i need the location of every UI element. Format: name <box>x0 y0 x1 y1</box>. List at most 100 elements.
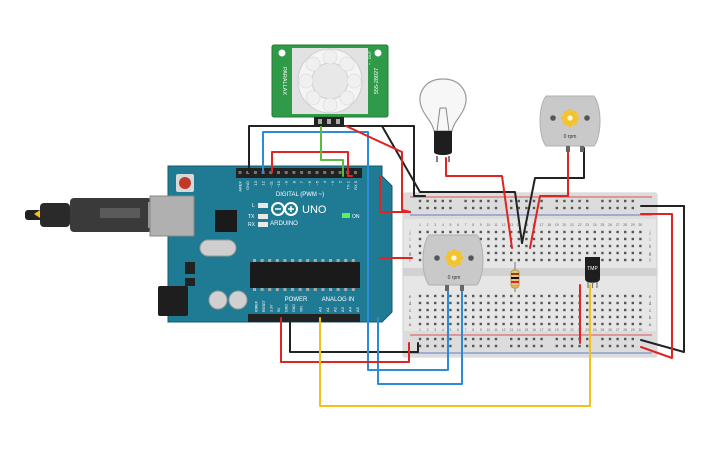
rail-hole[interactable] <box>525 199 528 203</box>
breadboard-hole[interactable] <box>502 258 505 262</box>
header-pin[interactable] <box>269 171 273 174</box>
rail-hole[interactable] <box>578 206 581 210</box>
breadboard-hole[interactable] <box>616 301 619 305</box>
wire-red[interactable] <box>529 147 569 249</box>
rail-hole[interactable] <box>578 344 581 348</box>
breadboard-hole[interactable] <box>464 294 467 298</box>
breadboard-hole[interactable] <box>479 322 482 326</box>
breadboard-hole[interactable] <box>540 251 543 255</box>
rail-hole[interactable] <box>616 337 619 341</box>
rail-hole[interactable] <box>494 337 498 341</box>
breadboard-hole[interactable] <box>601 308 604 312</box>
breadboard-hole[interactable] <box>517 251 520 255</box>
breadboard-hole[interactable] <box>548 315 551 319</box>
breadboard-hole[interactable] <box>434 294 437 298</box>
breadboard-hole[interactable] <box>449 294 452 298</box>
breadboard-hole[interactable] <box>464 230 467 234</box>
breadboard-hole[interactable] <box>540 301 543 305</box>
header-pin[interactable] <box>354 171 357 174</box>
rail-hole[interactable] <box>616 199 619 203</box>
breadboard-hole[interactable] <box>578 237 581 241</box>
wire-red[interactable] <box>271 151 353 177</box>
rail-hole[interactable] <box>532 337 536 341</box>
breadboard-hole[interactable] <box>563 322 566 326</box>
rail-hole[interactable] <box>563 344 566 348</box>
wire-black[interactable] <box>289 317 419 353</box>
rail-hole[interactable] <box>601 206 604 210</box>
breadboard-hole[interactable] <box>510 308 513 312</box>
breadboard-hole[interactable] <box>578 244 581 248</box>
breadboard-hole[interactable] <box>510 258 513 262</box>
rail-hole[interactable] <box>510 344 513 348</box>
rail-hole[interactable] <box>449 344 452 348</box>
breadboard-hole[interactable] <box>608 258 612 262</box>
breadboard-hole[interactable] <box>624 258 627 262</box>
rail-hole[interactable] <box>586 337 589 341</box>
breadboard-hole[interactable] <box>441 308 444 312</box>
header-pin[interactable] <box>277 171 280 174</box>
rail-hole[interactable] <box>434 344 437 348</box>
breadboard-hole[interactable] <box>532 244 536 248</box>
breadboard-hole[interactable] <box>517 315 520 319</box>
rail-hole[interactable] <box>570 337 574 341</box>
wire-black[interactable] <box>329 125 523 244</box>
rail-hole[interactable] <box>464 337 467 341</box>
rail-hole[interactable] <box>608 199 612 203</box>
breadboard-hole[interactable] <box>441 294 444 298</box>
breadboard-hole[interactable] <box>418 230 422 234</box>
breadboard-hole[interactable] <box>532 258 536 262</box>
breadboard-hole[interactable] <box>487 251 490 255</box>
rail-hole[interactable] <box>624 199 627 203</box>
breadboard-hole[interactable] <box>479 301 482 305</box>
breadboard-hole[interactable] <box>540 294 543 298</box>
breadboard-hole[interactable] <box>426 301 429 305</box>
rail-hole[interactable] <box>487 344 490 348</box>
breadboard-hole[interactable] <box>418 251 422 255</box>
breadboard-hole[interactable] <box>570 237 574 241</box>
rail-hole[interactable] <box>616 344 619 348</box>
breadboard-hole[interactable] <box>593 230 596 234</box>
breadboard-hole[interactable] <box>608 301 612 305</box>
rail-hole[interactable] <box>479 337 482 341</box>
breadboard-hole[interactable] <box>601 315 604 319</box>
breadboard-hole[interactable] <box>532 237 536 241</box>
breadboard-hole[interactable] <box>586 322 589 326</box>
breadboard-hole[interactable] <box>525 244 528 248</box>
breadboard-hole[interactable] <box>487 301 490 305</box>
breadboard-hole[interactable] <box>418 244 422 248</box>
rail-hole[interactable] <box>441 206 444 210</box>
breadboard-hole[interactable] <box>525 230 528 234</box>
rail-hole[interactable] <box>532 199 536 203</box>
digital-header[interactable] <box>236 168 362 178</box>
breadboard-hole[interactable] <box>570 258 574 262</box>
rail-hole[interactable] <box>479 206 482 210</box>
rail-hole[interactable] <box>517 344 520 348</box>
breadboard-hole[interactable] <box>502 244 505 248</box>
rail-hole[interactable] <box>570 344 574 348</box>
breadboard-hole[interactable] <box>555 322 558 326</box>
breadboard-hole[interactable] <box>502 308 505 312</box>
header-pin[interactable] <box>315 171 319 174</box>
breadboard-hole[interactable] <box>631 294 634 298</box>
breadboard-hole[interactable] <box>570 315 574 319</box>
breadboard-hole[interactable] <box>624 322 627 326</box>
breadboard-hole[interactable] <box>555 251 558 255</box>
rail-hole[interactable] <box>472 199 475 203</box>
breadboard-hole[interactable] <box>426 294 429 298</box>
breadboard-hole[interactable] <box>418 237 422 241</box>
breadboard-hole[interactable] <box>593 237 596 241</box>
breadboard-hole[interactable] <box>510 230 513 234</box>
breadboard-hole[interactable] <box>517 322 520 326</box>
breadboard-hole[interactable] <box>472 308 475 312</box>
breadboard-hole[interactable] <box>479 230 482 234</box>
breadboard-hole[interactable] <box>570 308 574 312</box>
breadboard-hole[interactable] <box>608 251 612 255</box>
breadboard-hole[interactable] <box>494 294 498 298</box>
breadboard-hole[interactable] <box>555 244 558 248</box>
wire-black[interactable] <box>248 125 426 197</box>
rail-hole[interactable] <box>426 199 429 203</box>
breadboard-hole[interactable] <box>639 294 642 298</box>
breadboard-hole[interactable] <box>456 301 460 305</box>
rail-hole[interactable] <box>426 344 429 348</box>
breadboard-hole[interactable] <box>418 308 422 312</box>
